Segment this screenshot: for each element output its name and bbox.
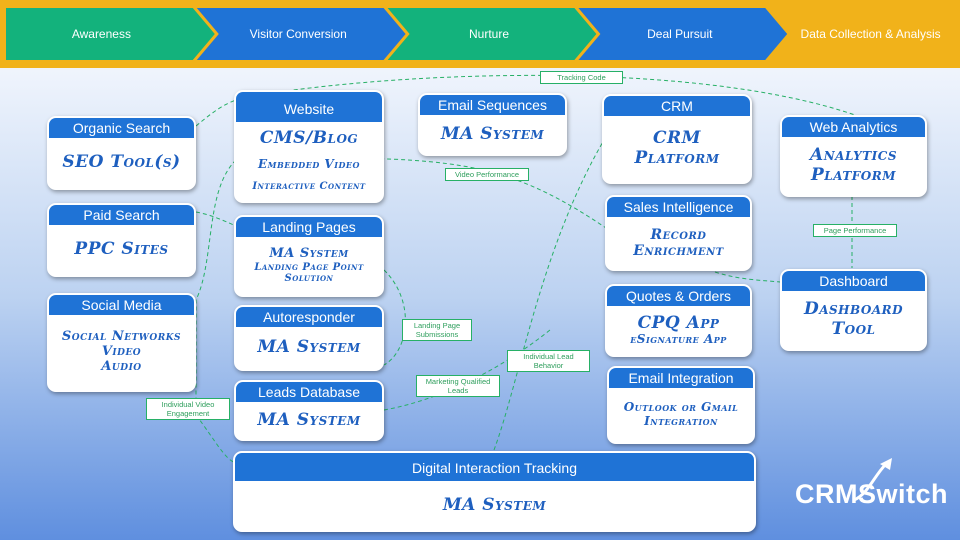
box-title: Web Analytics [782, 117, 925, 137]
box-social-media: Social Media Social Networks Video Audio [47, 293, 196, 392]
box-line: Analytics Platform [810, 145, 897, 185]
wire-social-tracking [195, 414, 237, 464]
flow-label-tracking-code: Tracking Code [540, 71, 623, 84]
box-line: MA System [269, 246, 349, 262]
logo-swoosh-icon [853, 458, 892, 502]
box-line: MA System [257, 337, 361, 358]
stage-label: Deal Pursuit [647, 27, 713, 41]
flow-label-individual-video-engagement: Individual Video Engagement [146, 398, 230, 420]
box-line: MA System [257, 409, 361, 430]
flow-label-landing-page-submissions: Landing Page Submissions [402, 319, 472, 341]
stage-label: Nurture [469, 27, 509, 41]
box-line: Video [101, 344, 142, 360]
box-line: CMS/Blog [259, 127, 359, 148]
box-line: CRM Platform [634, 128, 720, 168]
wire-sales-dashboard [714, 271, 781, 283]
box-crm: CRM CRM Platform [602, 94, 752, 184]
stage-label: Awareness [72, 27, 131, 41]
box-title: CRM [604, 96, 750, 116]
wire-lead-behavior [493, 139, 605, 451]
box-landing-pages: Landing Pages MA System Landing Page Poi… [234, 215, 384, 297]
box-title: Organic Search [49, 118, 194, 138]
box-title: Quotes & Orders [607, 286, 750, 306]
stage-chevron [6, 8, 215, 60]
box-paid-search: Paid Search PPC Sites [47, 203, 196, 277]
box-line: Social Networks [61, 329, 182, 345]
box-title: Email Integration [609, 368, 753, 388]
box-title: Leads Database [236, 382, 382, 402]
box-line: MA System [440, 123, 545, 144]
box-line: Dashboard Tool [803, 299, 904, 339]
box-line: MA System [442, 494, 547, 515]
stage-chevron [578, 8, 788, 60]
box-title: Autoresponder [236, 307, 382, 327]
wire-paid-landing [195, 211, 237, 227]
box-line: eSignature App [630, 332, 727, 347]
wire-organic-website [195, 99, 237, 127]
stage-chevron [387, 8, 597, 60]
box-line: CPQ App [637, 312, 720, 333]
stage-label: Data Collection & Analysis [801, 27, 941, 41]
box-title: Digital Interaction Tracking [235, 453, 754, 481]
box-title: Paid Search [49, 205, 194, 225]
flow-label-page-performance: Page Performance [813, 224, 897, 237]
box-line: Outlook or Gmail Integration [623, 400, 739, 428]
box-sales-intelligence: Sales Intelligence Record Enrichment [605, 195, 752, 271]
box-title: Dashboard [782, 271, 925, 291]
stage-label: Visitor Conversion [250, 27, 347, 41]
box-email-sequences: Email Sequences MA System [418, 93, 567, 156]
flow-label-marketing-qualified-leads: Marketing Qualified Leads [416, 375, 500, 397]
flow-label-video-performance: Video Performance [445, 168, 529, 181]
stage-chevron [769, 8, 960, 60]
flow-label-individual-lead-behavior: Individual Lead Behavior [507, 350, 590, 372]
box-line: Landing Page Point Solution [254, 261, 364, 285]
box-dashboard: Dashboard Dashboard Tool [780, 269, 927, 351]
box-leads-database: Leads Database MA System [234, 380, 384, 441]
box-title: Website [236, 92, 382, 122]
box-line: Audio [101, 358, 142, 374]
box-line: Interactive Content [252, 180, 366, 192]
stage-chevron [196, 8, 406, 60]
box-digital-interaction-tracking: Digital Interaction Tracking MA System [233, 451, 756, 532]
box-web-analytics: Web Analytics Analytics Platform [780, 115, 927, 197]
box-autoresponder: Autoresponder MA System [234, 305, 384, 371]
box-line: PPC Sites [74, 239, 169, 260]
box-line: SEO Tool(s) [62, 152, 181, 173]
wire-landing-submissions [383, 269, 406, 366]
wire-video-engagement [195, 159, 237, 405]
box-line: Embedded Video [257, 156, 360, 171]
box-website: Website CMS/Blog Embedded Video Interact… [234, 90, 384, 203]
box-title: Sales Intelligence [607, 197, 750, 217]
box-line: Record Enrichment [633, 226, 724, 259]
box-title: Social Media [49, 295, 194, 315]
box-quotes-orders: Quotes & Orders CPQ App eSignature App [605, 284, 752, 357]
stage-ribbon: Awareness Visitor Conversion Nurture Deal P… [0, 0, 960, 68]
box-organic-search: Organic Search SEO Tool(s) [47, 116, 196, 190]
box-email-integration: Email Integration Outlook or Gmail Integ… [607, 366, 755, 444]
box-title: Landing Pages [236, 217, 382, 237]
box-title: Email Sequences [420, 95, 565, 115]
